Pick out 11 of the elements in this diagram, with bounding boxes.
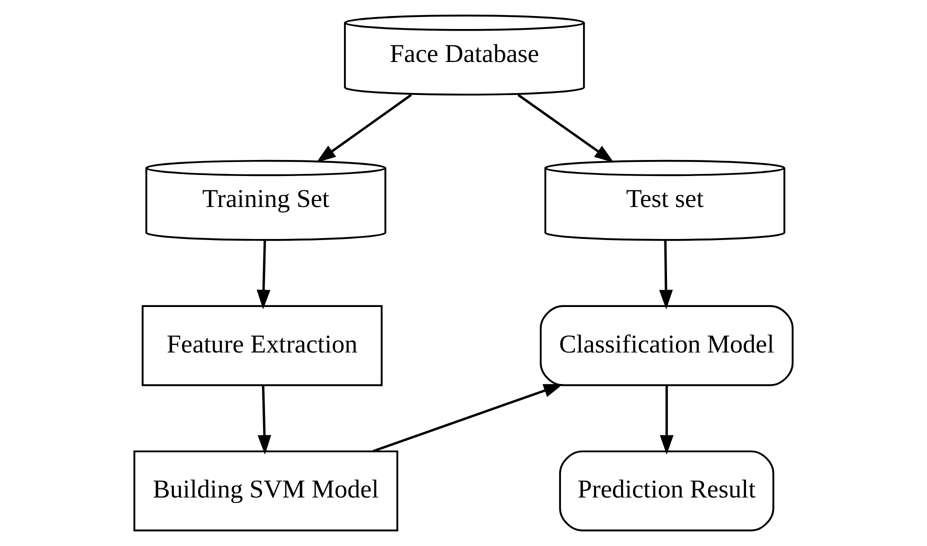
arrow <box>659 240 673 310</box>
node-box: Prediction Result <box>559 450 774 532</box>
arrow <box>517 94 614 163</box>
arrow <box>258 385 272 455</box>
arrow <box>256 240 270 310</box>
node-box: Building SVM Model <box>133 450 398 532</box>
arrow <box>316 94 412 163</box>
arrow <box>372 384 564 452</box>
node-box: Feature Extraction <box>142 305 383 386</box>
node-box: Classification Model <box>540 305 794 386</box>
arrow <box>660 385 674 455</box>
